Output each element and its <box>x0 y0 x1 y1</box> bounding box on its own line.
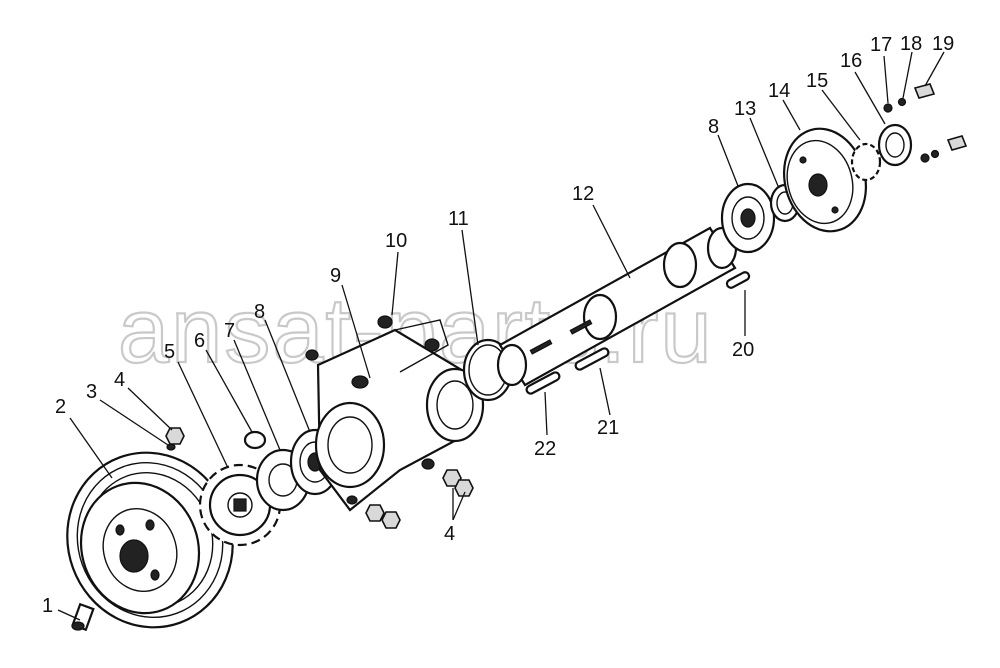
bearing-8-right <box>720 182 776 254</box>
leader-lines <box>57 51 945 621</box>
callout-13: 13 <box>734 98 756 120</box>
callout-15: 15 <box>806 70 828 92</box>
spacer-6 <box>243 430 267 450</box>
callout-4-upper: 4 <box>114 369 125 391</box>
nuts-4-bottom <box>365 469 474 529</box>
callout-22: 22 <box>534 438 556 460</box>
key-22 <box>525 371 561 395</box>
callout-6: 6 <box>194 330 205 352</box>
callout-17: 17 <box>870 34 892 56</box>
washer-3 <box>166 443 176 451</box>
callout-9: 9 <box>330 265 341 287</box>
callout-16: 16 <box>840 50 862 72</box>
cap-16 <box>877 123 913 167</box>
callout-10: 10 <box>385 230 407 252</box>
washer-17 <box>883 103 893 113</box>
callout-20: 20 <box>732 339 754 361</box>
callout-8-right: 8 <box>708 116 719 138</box>
key-20 <box>725 271 751 289</box>
callout-5: 5 <box>164 341 175 363</box>
callout-labels: 1 2 3 4 5 6 7 8 9 10 11 12 8 13 14 15 16… <box>42 33 954 617</box>
bolt-1 <box>71 602 95 632</box>
callout-18: 18 <box>900 33 922 55</box>
callout-14: 14 <box>768 80 790 102</box>
gear-15 <box>850 142 882 182</box>
bolt-washers-right <box>920 135 968 163</box>
callout-3: 3 <box>86 381 97 403</box>
callout-8-left: 8 <box>254 301 265 323</box>
nut-4-left <box>165 427 185 445</box>
flange-disk <box>782 127 868 233</box>
key-21 <box>574 347 610 371</box>
callout-2: 2 <box>55 396 66 418</box>
callout-19: 19 <box>932 33 954 55</box>
bolt-19 <box>913 83 936 99</box>
washer-18 <box>897 97 907 107</box>
callout-4-lower: 4 <box>444 523 455 545</box>
callout-21: 21 <box>597 417 619 439</box>
callout-11: 11 <box>448 208 469 230</box>
callout-1: 1 <box>42 595 53 617</box>
callout-12: 12 <box>572 183 594 205</box>
callout-7: 7 <box>224 320 235 342</box>
